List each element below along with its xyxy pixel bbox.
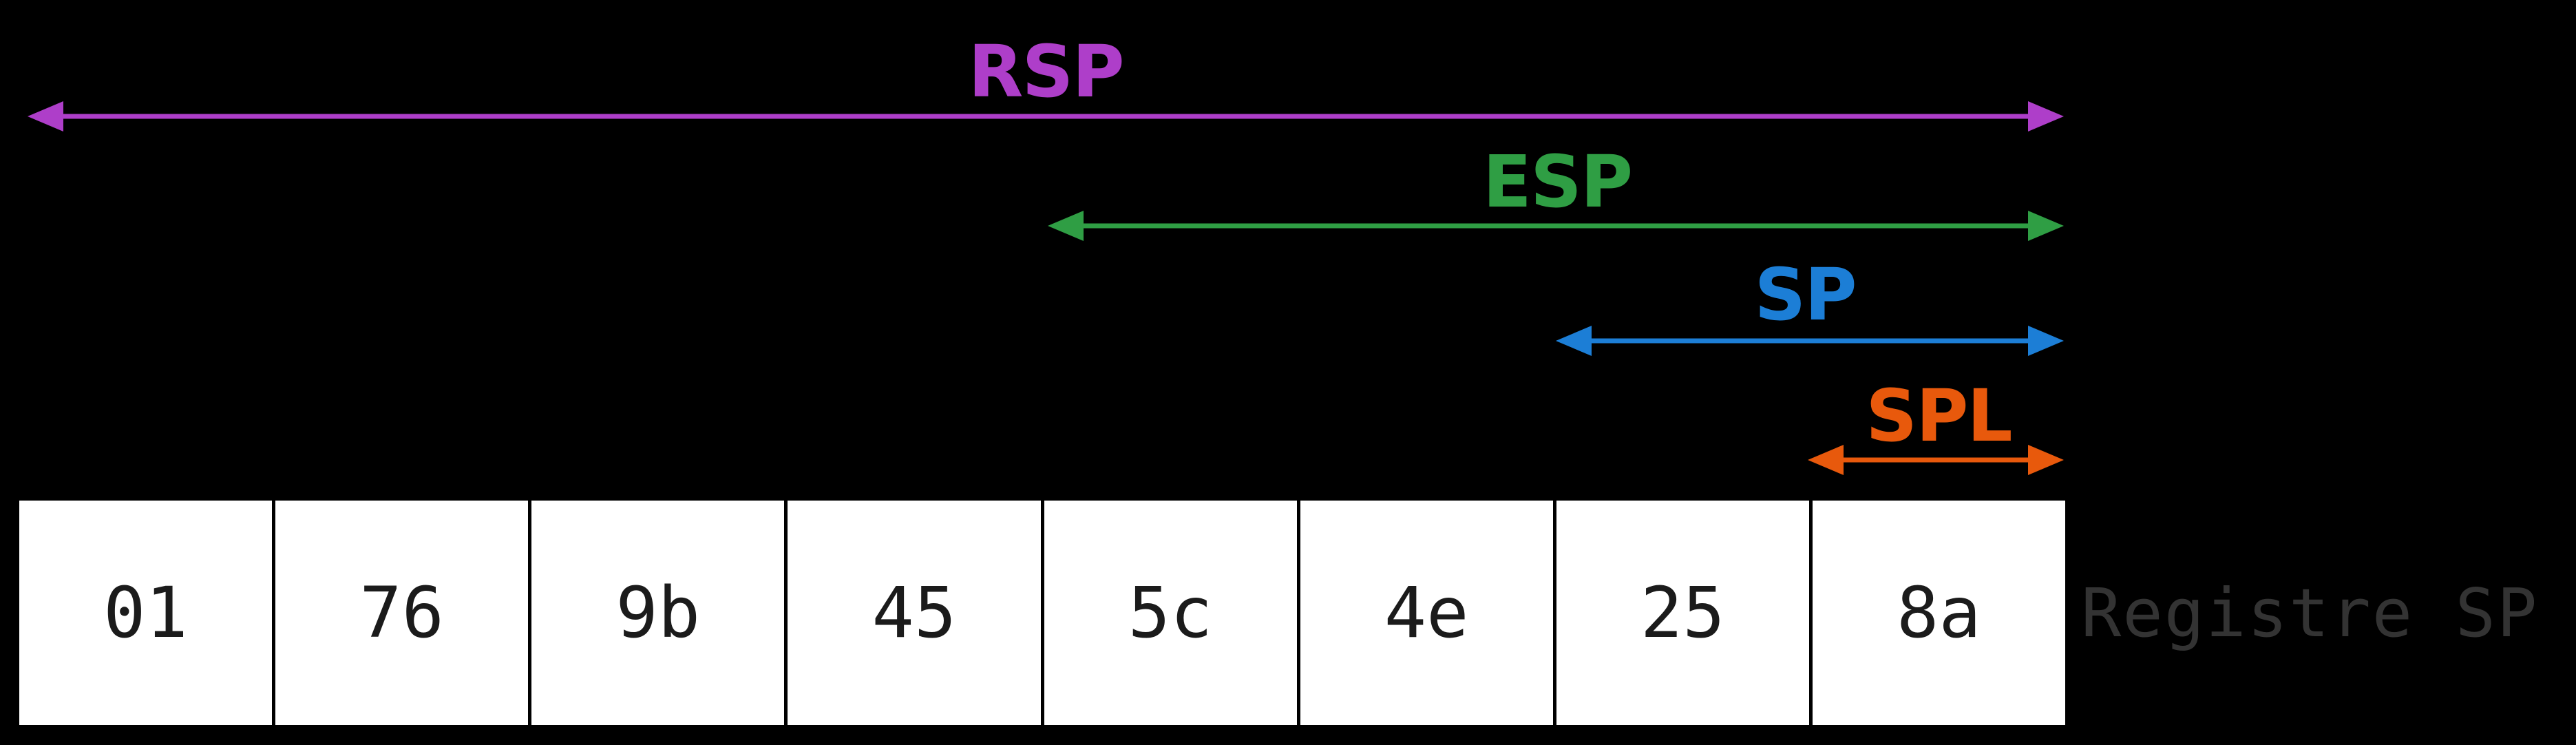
arrow-right-icon <box>2028 101 2064 132</box>
sp-label: SP <box>1754 253 1857 337</box>
arrow-right-icon <box>2028 326 2064 356</box>
byte-cell: 25 <box>1556 501 1809 725</box>
arrow-shaft <box>1837 457 2035 463</box>
esp-arrow <box>1048 211 2064 241</box>
arrow-shaft <box>56 114 2035 119</box>
rsp-arrow <box>28 101 2064 132</box>
byte-cell: 5c <box>1044 501 1297 725</box>
byte-cell: 01 <box>19 501 273 725</box>
arrow-right-icon <box>2028 445 2064 475</box>
arrow-right-icon <box>2028 211 2064 241</box>
byte-row: 01 76 9b 45 5c 4e 25 8a <box>19 501 2065 725</box>
arrow-shaft <box>1077 223 2035 229</box>
sp-arrow <box>1556 326 2064 356</box>
byte-cell: 76 <box>275 501 529 725</box>
byte-cell: 8a <box>1812 501 2065 725</box>
arrow-shaft <box>1585 338 2035 344</box>
byte-cell: 9b <box>531 501 785 725</box>
spl-label: SPL <box>1866 374 2012 458</box>
byte-cell: 45 <box>788 501 1041 725</box>
register-caption: Registre SP <box>2081 574 2539 652</box>
rsp-label: RSP <box>968 30 1124 114</box>
esp-label: ESP <box>1482 140 1633 224</box>
byte-cell: 4e <box>1300 501 1553 725</box>
spl-arrow <box>1808 445 2064 475</box>
